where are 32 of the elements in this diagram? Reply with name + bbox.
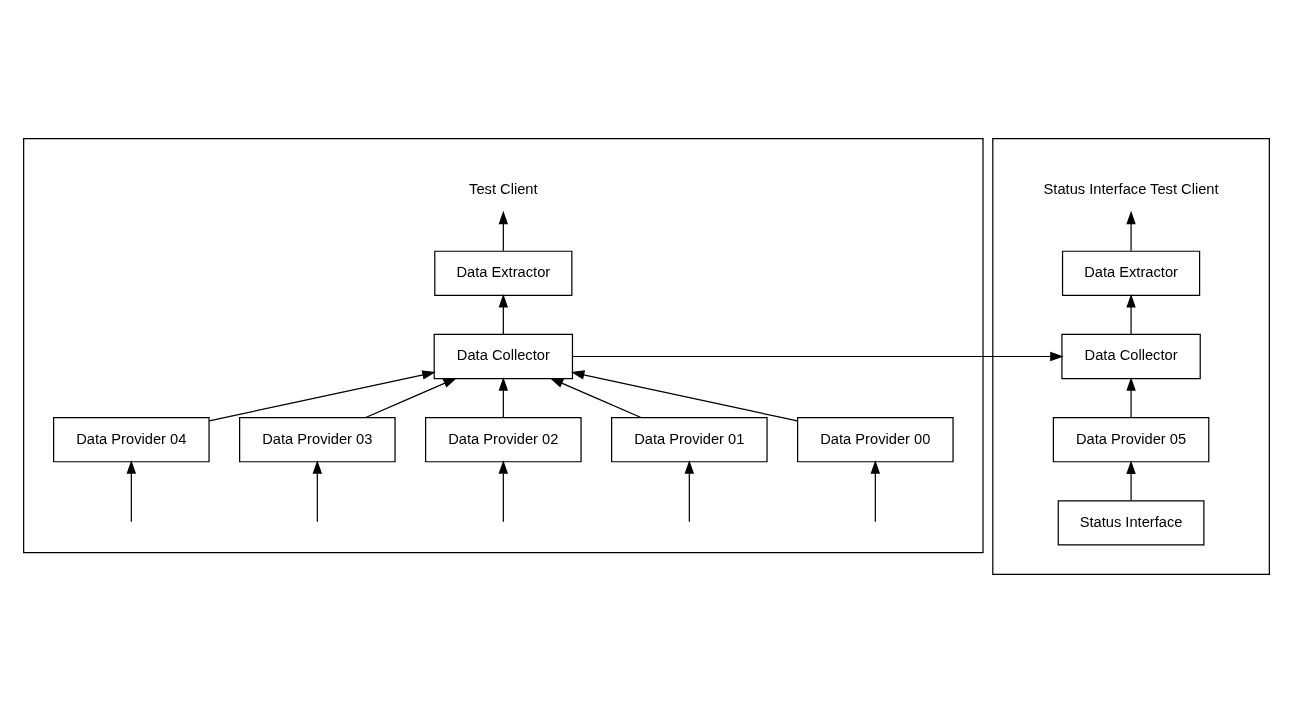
arrow: [498, 377, 509, 418]
arrow: [365, 377, 457, 419]
arrow: [870, 460, 881, 523]
arrow: [570, 370, 798, 422]
node-box: Data Extractor: [434, 250, 573, 296]
node-box: Data Collector: [433, 333, 574, 380]
arrow: [498, 460, 509, 523]
arrow: [549, 377, 642, 419]
cluster: [992, 138, 1270, 575]
arrow: [208, 370, 436, 422]
node-box: Data Provider 01: [611, 417, 768, 463]
node-box: Status Interface: [1057, 500, 1205, 546]
arrow: [1126, 460, 1136, 502]
node-box: Data Provider 00: [797, 417, 954, 463]
arrow: [498, 210, 509, 252]
node-box: Data Provider 03: [239, 417, 396, 463]
arrow: [572, 351, 1064, 362]
node-box: Data Provider 05: [1052, 417, 1210, 463]
arrow: [1126, 210, 1136, 252]
node-box: Data Extractor: [1061, 250, 1201, 296]
node-text: Test Client: [469, 180, 538, 197]
arrow: [1126, 377, 1136, 418]
arrow: [684, 460, 695, 523]
node-box: Data Collector: [1061, 333, 1201, 380]
node-text: Status Interface Test Client: [1043, 180, 1219, 197]
node-box: Data Provider 02: [425, 417, 582, 463]
arrow: [498, 294, 509, 335]
cluster: [23, 138, 984, 554]
arrow: [312, 460, 323, 523]
arrow: [1126, 294, 1136, 335]
node-box: Data Provider 04: [53, 417, 210, 463]
arrow: [126, 460, 137, 523]
